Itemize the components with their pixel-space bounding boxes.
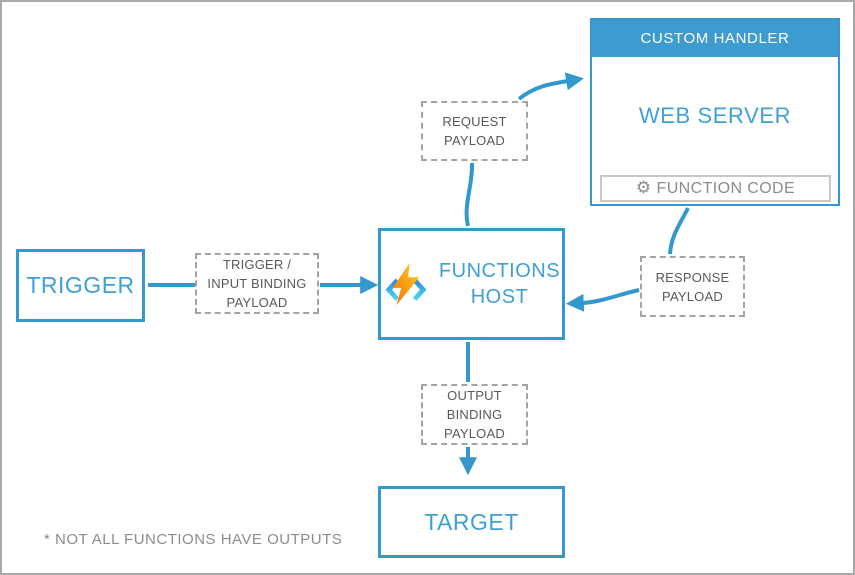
custom-handler-node: CUSTOM HANDLER WEB SERVER ⚙ FUNCTION COD… [590, 18, 840, 206]
request-line: PAYLOAD [444, 133, 505, 148]
functions-host-label: FUNCTIONS HOST [439, 258, 560, 310]
functions-host-node: FUNCTIONS HOST [378, 228, 565, 340]
response-payload-node: RESPONSE PAYLOAD [640, 256, 745, 317]
tib-line: INPUT BINDING [207, 276, 307, 291]
response-line: RESPONSE [655, 269, 730, 285]
output-line: PAYLOAD [444, 426, 505, 441]
trigger-input-binding-payload-node: TRIGGER / INPUT BINDING PAYLOAD [195, 253, 319, 314]
response-line: PAYLOAD [662, 288, 723, 304]
web-server-label: WEB SERVER [638, 102, 792, 128]
tib-line: PAYLOAD [226, 295, 288, 310]
trigger-node: TRIGGER [16, 249, 145, 322]
footnote: * NOT ALL FUNCTIONS HAVE OUTPUTS [44, 531, 343, 548]
output-line: OUTPUT [447, 388, 502, 403]
arrow-response-payload-to-functions-host [565, 288, 640, 312]
tib-line: TRIGGER / [222, 257, 292, 272]
output-line: BINDING [446, 407, 503, 422]
custom-handler-title: CUSTOM HANDLER [640, 30, 790, 47]
gear-icon: ⚙ [635, 178, 652, 198]
connector-custom-handler-to-response-payload [668, 207, 690, 255]
custom-handler-header: CUSTOM HANDLER [592, 20, 838, 57]
target-label: TARGET [424, 508, 519, 535]
request-line: REQUEST [442, 114, 507, 129]
web-server-area: WEB SERVER [592, 57, 838, 174]
azure-functions-bolt-icon [385, 262, 427, 306]
request-payload-node: REQUEST PAYLOAD [421, 101, 528, 161]
functions-host-line2: HOST [470, 286, 529, 308]
output-binding-payload-node: OUTPUT BINDING PAYLOAD [421, 384, 528, 445]
connector-host-to-request-payload [464, 162, 475, 227]
function-code-bar: ⚙ FUNCTION CODE [600, 175, 831, 202]
function-code-label: FUNCTION CODE [656, 179, 796, 197]
functions-host-line1: FUNCTIONS [438, 260, 561, 282]
arrow-request-payload-to-custom-handler [517, 72, 584, 101]
target-node: TARGET [378, 486, 565, 558]
trigger-label: TRIGGER [26, 272, 135, 298]
